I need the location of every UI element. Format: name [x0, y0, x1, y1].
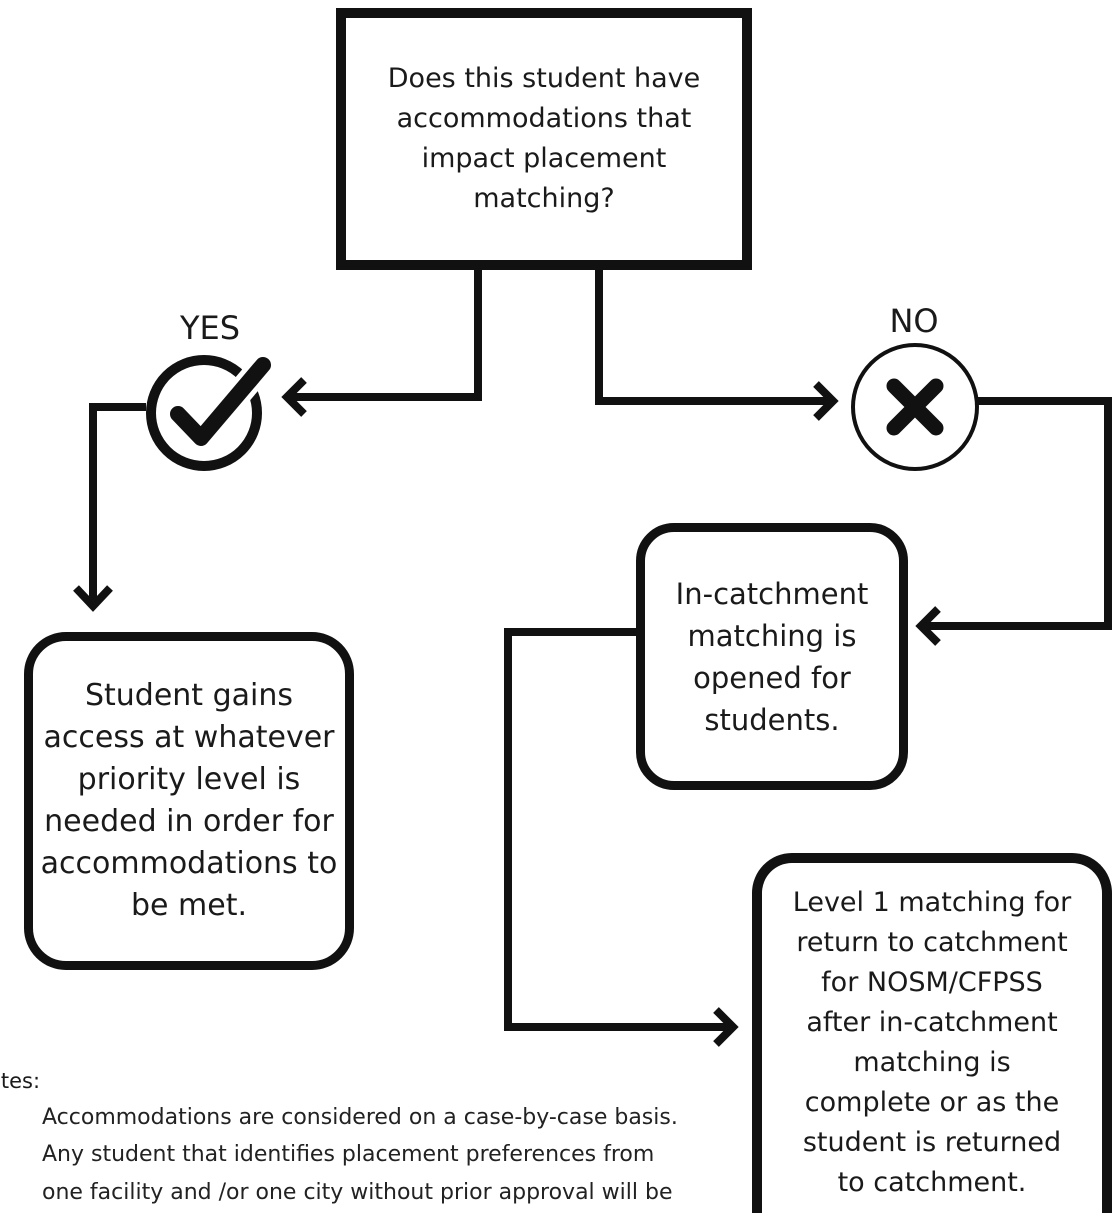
arrowhead-level1 [713, 1007, 739, 1047]
connector-question-to-yes [292, 270, 482, 401]
arrowhead-yes-result [73, 585, 113, 612]
no-label: NO [889, 302, 939, 340]
yes-outcome-text: Student gains access at whatever priorit… [40, 678, 338, 923]
in-catchment-text: In-catchment matching is opened for stud… [675, 576, 869, 737]
yes-outcome-box: Student gains access at whatever priorit… [24, 632, 354, 970]
in-catchment-box: In-catchment matching is opened for stud… [636, 523, 908, 790]
note-line: Any student that identifies placement pr… [42, 1142, 655, 1167]
checkmark-circle-icon [146, 352, 276, 471]
note-line: Accommodations are considered on a case-… [42, 1105, 678, 1130]
level1-text: Level 1 matching for return to catchment… [792, 887, 1072, 1198]
connector-in-catchment-to-level1 [504, 628, 728, 1031]
notes-heading: otes: [0, 1069, 41, 1093]
arrowhead-in-catchment [915, 606, 941, 646]
connector-no-to-in-catchment [926, 397, 1112, 630]
yes-label: YES [179, 309, 241, 347]
arrowhead-yes [281, 377, 307, 417]
question-box: Does this student have accommodations th… [336, 8, 752, 270]
level1-box: Level 1 matching for return to catchment… [752, 853, 1112, 1213]
x-circle-icon [851, 343, 979, 471]
connector-question-to-no [595, 270, 828, 405]
question-text: Does this student have accommodations th… [387, 63, 701, 214]
connector-yes-to-result [89, 403, 146, 600]
note-line: one facility and /or one city without pr… [42, 1180, 673, 1205]
arrowhead-no [813, 381, 839, 421]
